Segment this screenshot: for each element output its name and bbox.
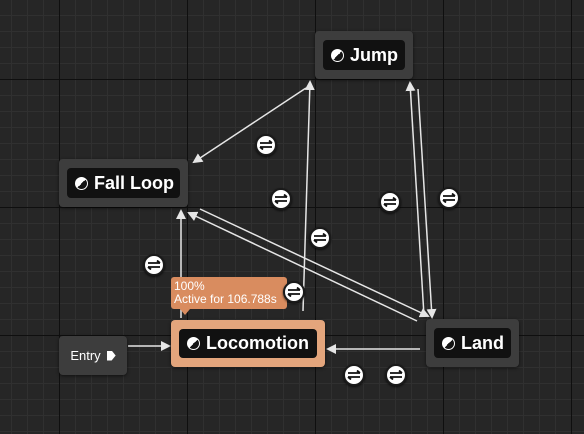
tooltip-weight: 100% xyxy=(174,279,205,293)
wire-land-to-fall-loop xyxy=(187,211,418,322)
play-arrow-icon xyxy=(106,350,116,361)
transition-rule-icon xyxy=(287,287,301,297)
transition-rule-jump-to-fall-loop[interactable] xyxy=(255,134,277,156)
transition-rule-land-to-jump[interactable] xyxy=(379,191,401,213)
transition-rule-icon xyxy=(274,194,288,204)
state-half-circle-icon xyxy=(75,176,88,190)
wire-jump-to-land xyxy=(417,88,437,319)
state-node-jump[interactable]: Jump xyxy=(315,31,413,79)
transition-rule-icon xyxy=(442,193,456,203)
transition-rule-icon xyxy=(383,197,397,207)
wire-jump-to-fall-loop xyxy=(192,87,307,164)
transition-rule-locomotion-to-jump[interactable] xyxy=(270,188,292,210)
state-title-bar: Jump xyxy=(323,40,405,70)
state-title-bar: Locomotion xyxy=(179,329,317,358)
transition-rule-icon xyxy=(147,260,161,270)
transition-rule-land-to-locomotion[interactable] xyxy=(343,364,365,386)
transition-rule-land-to-locomotion-2[interactable] xyxy=(385,364,407,386)
state-node-fall-loop[interactable]: Fall Loop xyxy=(59,159,188,207)
state-title-bar: Fall Loop xyxy=(67,168,180,198)
transition-rule-jump-to-land[interactable] xyxy=(438,187,460,209)
wire-land-to-jump xyxy=(405,81,425,317)
state-half-circle-icon xyxy=(187,337,200,350)
state-label-fall-loop: Fall Loop xyxy=(94,172,174,193)
transition-rule-icon xyxy=(313,233,327,243)
transition-rule-icon xyxy=(347,370,361,380)
tooltip-active-time: Active for 106.788s xyxy=(174,292,277,306)
transition-rule-icon xyxy=(389,370,403,380)
transition-rule-fall-loop-to-land[interactable] xyxy=(309,227,331,249)
entry-label: Entry xyxy=(70,348,101,363)
state-node-land[interactable]: Land xyxy=(426,319,519,367)
state-node-locomotion[interactable]: Locomotion xyxy=(171,320,325,367)
state-label-jump: Jump xyxy=(350,44,399,65)
transition-rule-locomotion-to-fall-loop[interactable] xyxy=(143,254,165,276)
wire-locomotion-to-jump xyxy=(302,80,315,312)
entry-node[interactable]: Entry xyxy=(59,336,127,375)
transition-rule-land-to-fall-loop[interactable] xyxy=(283,281,305,303)
active-state-tooltip: 100% Active for 106.788s xyxy=(171,277,287,315)
state-label-land: Land xyxy=(461,332,504,353)
state-title-bar: Land xyxy=(434,328,511,358)
state-half-circle-icon xyxy=(331,48,344,62)
state-label-locomotion: Locomotion xyxy=(206,333,309,353)
state-half-circle-icon xyxy=(442,336,455,350)
transition-rule-icon xyxy=(259,140,273,150)
wire-fall-loop-to-land xyxy=(199,208,430,318)
